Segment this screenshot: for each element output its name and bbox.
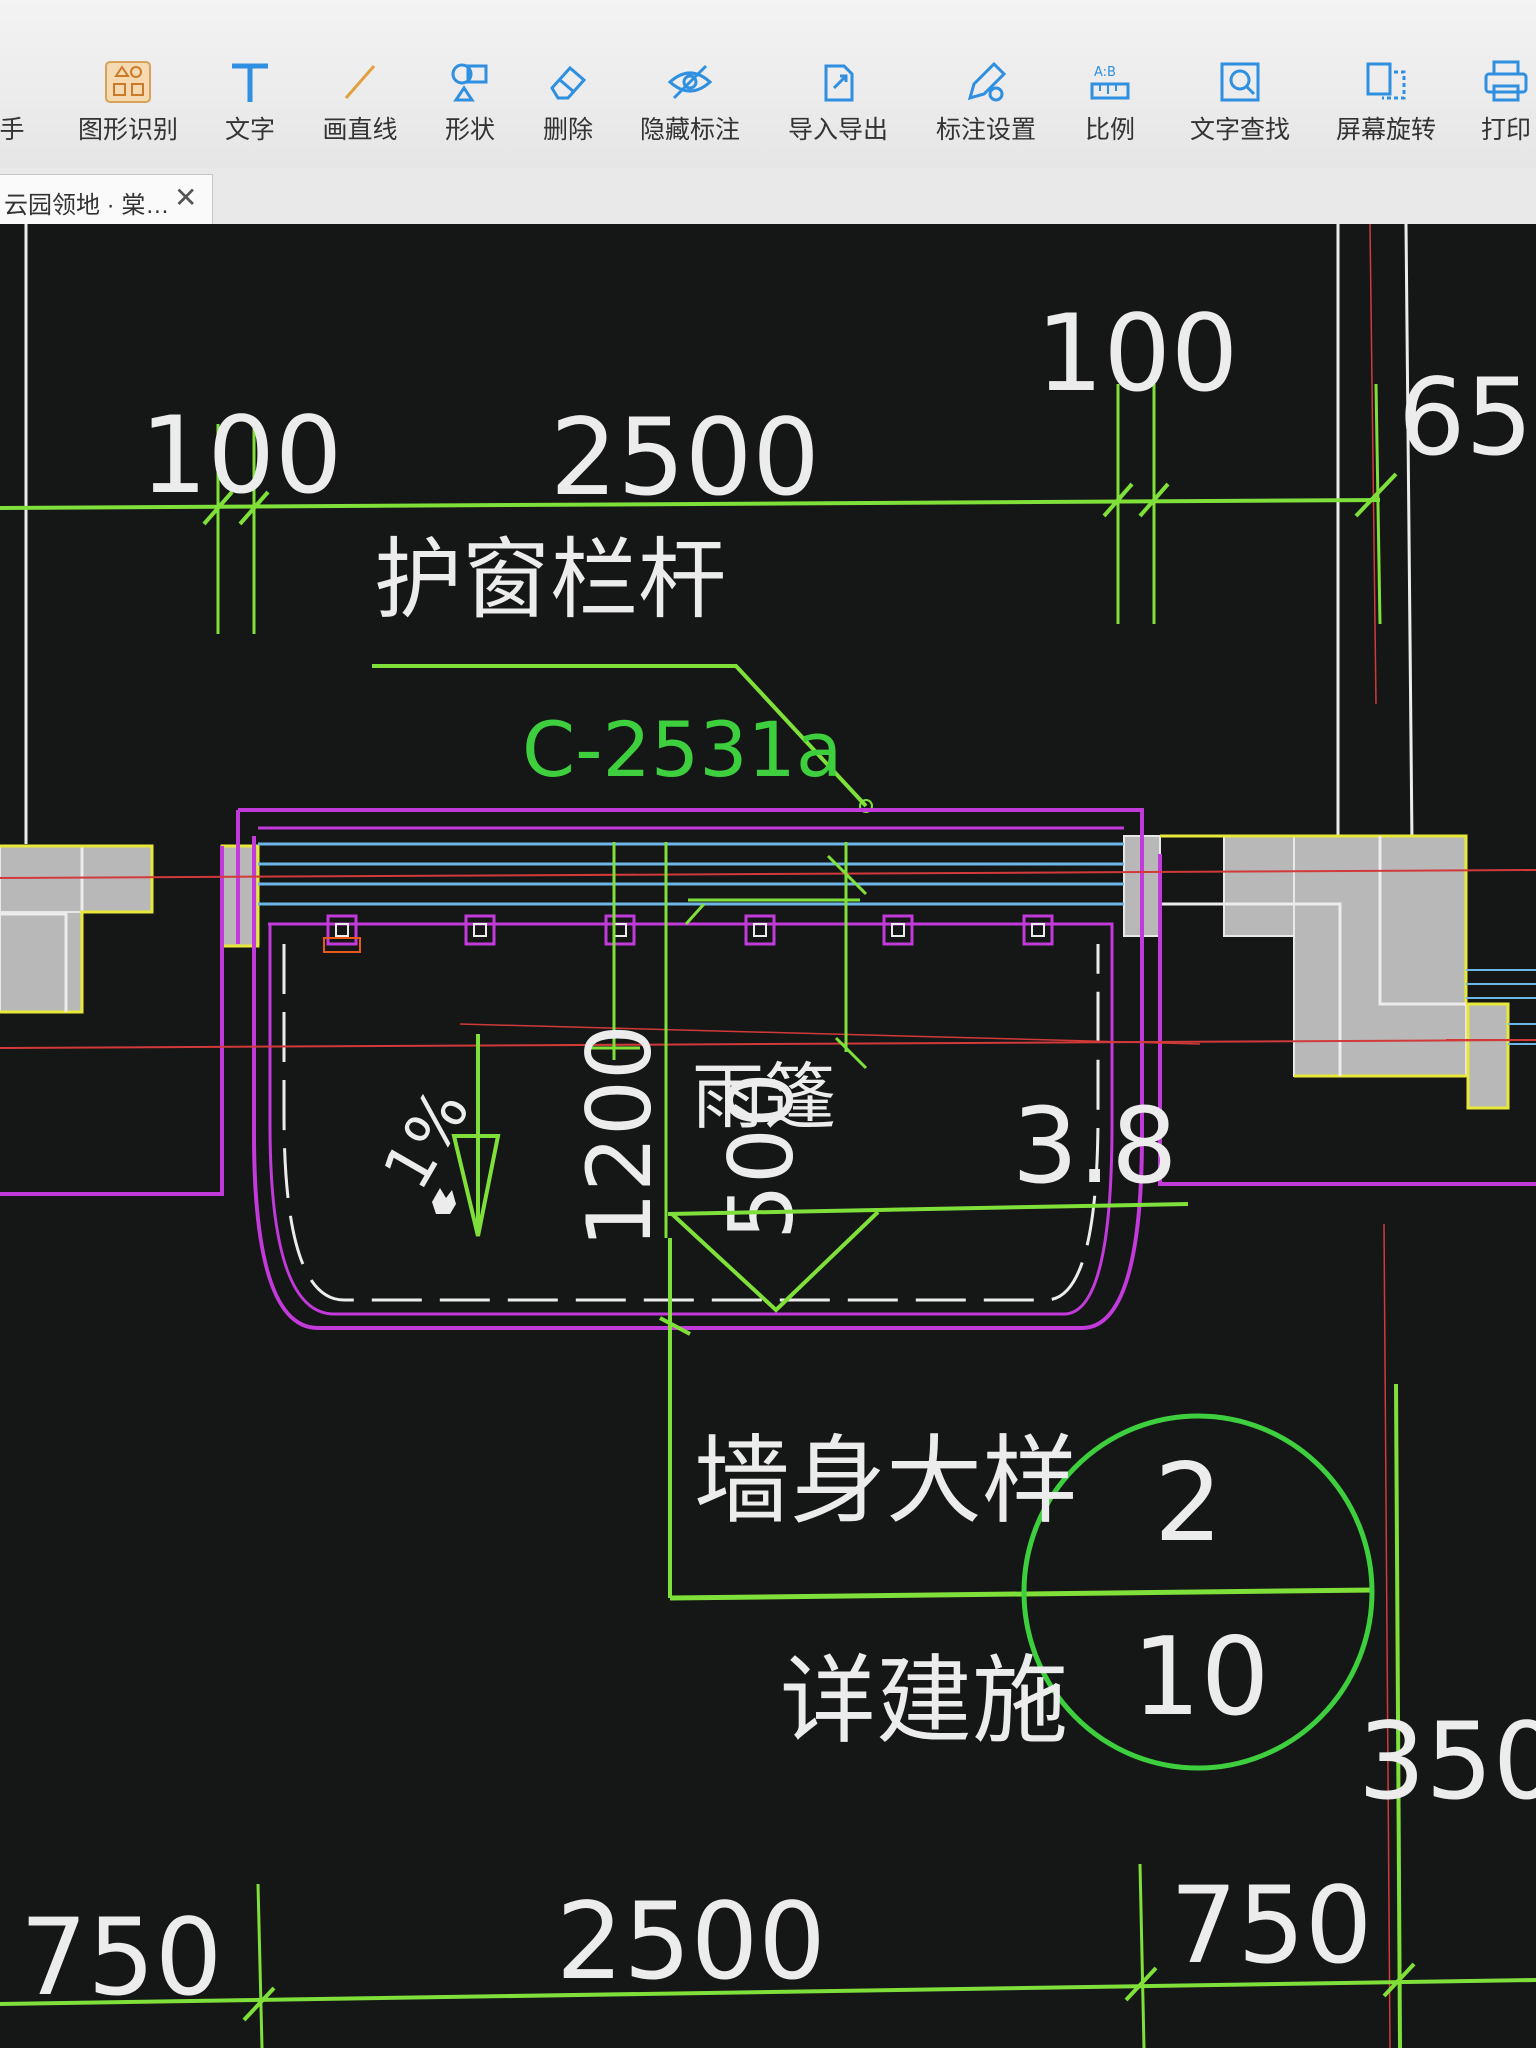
label-canopy: 雨篷 xyxy=(692,1055,836,1139)
toolbar-item-label: 形状 xyxy=(444,116,495,144)
toolbar-item-import-export[interactable]: 导入导出 xyxy=(778,58,898,146)
wall-left xyxy=(0,844,260,1196)
hand-cursor-icon xyxy=(432,1188,456,1214)
dimension-750-left: 750 xyxy=(20,1896,222,2019)
dimension-2500-top: 2500 xyxy=(550,396,820,519)
shape-icon xyxy=(451,63,488,102)
toolbar-item-text-search[interactable]: 文字查找 xyxy=(1180,58,1300,146)
toolbar-item-label: 标注设置 xyxy=(935,116,1036,144)
cad-drawing[interactable]: 100 2500 100 65 护窗栏杆 C-2531a xyxy=(0,224,1536,2048)
toolbar-item-label: 打印 xyxy=(1480,116,1531,144)
detail-sheet-number: 10 xyxy=(1132,1615,1269,1740)
bottom-dimension-group xyxy=(0,1863,1536,2048)
toolbar-item-label: 文字 xyxy=(224,116,275,144)
toolbar-item-partial[interactable]: 手 xyxy=(0,58,72,146)
print-icon xyxy=(1484,60,1528,102)
text-search-icon xyxy=(1220,62,1260,102)
dimension-350-partial: 350 xyxy=(1358,1700,1536,1823)
label-wall-detail: 墙身大样 xyxy=(694,1425,1078,1537)
red-center-line-lower xyxy=(1383,1223,1391,2048)
close-icon[interactable]: ✕ xyxy=(174,182,198,213)
document-tab-bar: 云园领地 · 棠… ✕ xyxy=(0,168,1536,225)
toolbar-item-label: 导入导出 xyxy=(787,116,888,144)
dimension-2500-bottom: 2500 xyxy=(556,1880,826,2003)
document-tab-title: 云园领地 · 棠… xyxy=(4,192,170,219)
toolbar-item-scale[interactable]: A:B 比例 xyxy=(1050,58,1170,146)
label-window-guard: 护窗栏杆 xyxy=(374,528,726,631)
elevation-value: 3.8 xyxy=(1012,1085,1177,1207)
toolbar-item-hide-annotation[interactable]: 隐藏标注 xyxy=(630,58,750,146)
red-center-line xyxy=(1369,224,1377,705)
elevation-marker xyxy=(667,1202,1189,1313)
toolbar-item-annotation-settings[interactable]: 标注设置 xyxy=(926,58,1046,146)
draw-line-icon xyxy=(344,65,376,99)
toolbar-item-label: 比例 xyxy=(1084,116,1135,144)
toolbar-item-delete[interactable]: 删除 xyxy=(508,58,628,146)
eraser-icon xyxy=(550,65,587,100)
drawing-canvas[interactable]: 100 2500 100 65 护窗栏杆 C-2531a xyxy=(0,224,1536,2048)
svg-text:A:B: A:B xyxy=(1094,65,1116,80)
toolbar-item-label: 屏幕旋转 xyxy=(1335,116,1436,144)
toolbar-item-label: 画直线 xyxy=(322,116,398,144)
dimension-750-right: 750 xyxy=(1170,1864,1372,1987)
hand-icon xyxy=(0,58,38,106)
hide-annotation-icon xyxy=(667,64,713,100)
toolbar-item-label: 文字查找 xyxy=(1189,116,1290,144)
detail-number: 2 xyxy=(1154,1441,1223,1566)
toolbar-item-label: 隐藏标注 xyxy=(639,116,740,144)
toolbar-item-screen-rotate[interactable]: 屏幕旋转 xyxy=(1326,58,1446,146)
toolbar: 手 图形识别 文字 画直线 xyxy=(0,0,1536,169)
toolbar-item-shape-recognition[interactable]: 图形识别 xyxy=(68,58,188,146)
toolbar-item-draw-line[interactable]: 画直线 xyxy=(300,58,420,146)
shape-recognition-icon xyxy=(105,61,151,103)
dimension-100-left: 100 xyxy=(140,394,342,517)
dimension-1200: 1200 xyxy=(568,1024,671,1248)
label-see-architecture: 详建施 xyxy=(780,1645,1068,1757)
leader-line xyxy=(372,664,868,808)
text-tool-icon xyxy=(232,63,268,102)
import-export-icon xyxy=(824,64,854,102)
toolbar-item-label: 删除 xyxy=(542,116,593,144)
toolbar-item-shape[interactable]: 形状 xyxy=(410,58,530,146)
axis-line-right-2 xyxy=(1404,224,1414,845)
screen-rotate-icon xyxy=(1366,62,1406,100)
window-code-label: C-2531a xyxy=(522,705,842,794)
dimension-100-right: 100 xyxy=(1036,292,1238,415)
annotation-settings-icon xyxy=(967,61,1007,102)
detail-callout xyxy=(659,1238,1402,2048)
dimension-650-partial: 65 xyxy=(1398,356,1533,479)
scale-icon: A:B xyxy=(1090,65,1130,100)
toolbar-item-label: 图形识别 xyxy=(77,116,178,144)
slope-arrow xyxy=(451,1034,501,1237)
top-dimension-group xyxy=(0,383,1398,634)
inner-dimensions xyxy=(590,842,868,1238)
toolbar-item-print[interactable]: 打印 xyxy=(1446,58,1536,146)
toolbar-item-label: 手 xyxy=(0,116,25,144)
document-tab[interactable]: 云园领地 · 棠… ✕ xyxy=(0,174,213,225)
toolbar-item-text[interactable]: 文字 xyxy=(190,58,310,146)
railing-posts xyxy=(323,914,1054,953)
wall-right xyxy=(1123,834,1536,1186)
